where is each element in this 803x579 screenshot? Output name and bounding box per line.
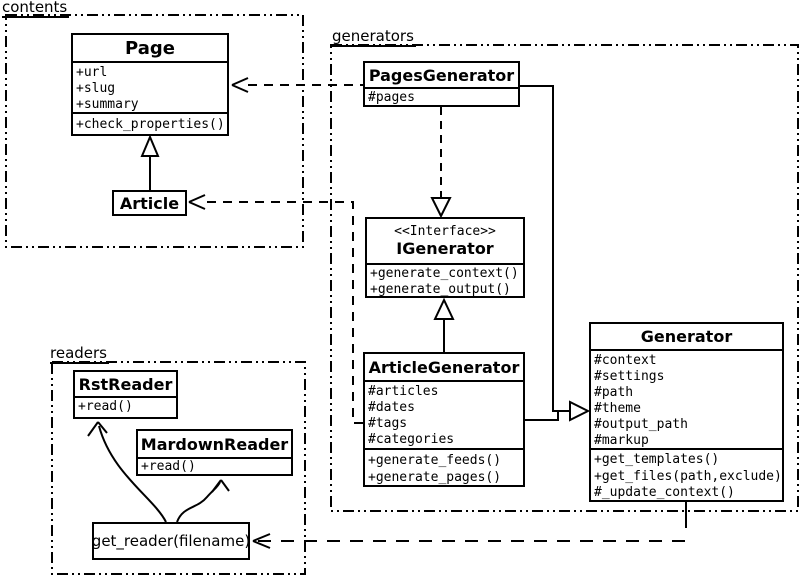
class-generator-attributes: #context #settings #path #theme #output_… — [591, 349, 782, 448]
attribute: #context — [594, 353, 657, 368]
method: +generate_output() — [370, 281, 511, 297]
attribute: #pages — [368, 90, 415, 105]
arrow-getreader-to-rstreader — [87, 421, 167, 523]
attribute: #articles — [368, 384, 439, 399]
class-igenerator-header: <<Interface>> IGenerator — [367, 219, 523, 263]
method: +generate_feeds() — [368, 453, 502, 468]
class-article: Article — [112, 190, 187, 216]
contents-package-label: contents — [2, 0, 70, 18]
class-markdownreader: MardownReader +read() — [136, 429, 293, 476]
method: +generate_context() — [370, 266, 519, 281]
attribute: +slug — [76, 81, 116, 96]
attribute: #categories — [368, 432, 455, 447]
class-rstreader-methods: +read() — [75, 396, 176, 417]
method: +read() — [78, 399, 133, 414]
class-markdownreader-title: MardownReader — [140, 434, 289, 454]
attribute: #output_path — [594, 417, 688, 432]
class-page-title: Page — [125, 37, 175, 59]
class-markdownreader-methods: +read() — [138, 457, 291, 474]
generators-package-label: generators — [332, 27, 416, 47]
arrow-articlegenerator-to-article — [188, 194, 363, 424]
generators-package-border — [330, 44, 799, 512]
method: +generate_pages() — [368, 470, 502, 485]
class-page-attributes: +url +slug +summary — [73, 61, 227, 112]
attribute: #theme — [594, 401, 641, 416]
class-articlegenerator-attributes: #articles #dates #tags #categories — [365, 380, 523, 448]
readers-package-border — [51, 361, 306, 575]
attribute: #markup — [594, 433, 649, 448]
method: #_update_context() — [594, 485, 735, 500]
arrow-generator-to-getreader — [252, 502, 687, 549]
class-pagesgenerator-attributes: #pages — [365, 87, 518, 105]
class-articlegenerator-title: ArticleGenerator — [368, 357, 520, 377]
arrow-getreader-to-markdownreader — [176, 479, 230, 523]
readers-package-label: readers — [50, 344, 109, 364]
class-rstreader: RstReader +read() — [73, 370, 178, 419]
arrow-pagesgenerator-to-igenerator — [430, 107, 452, 219]
class-rstreader-title: RstReader — [78, 374, 173, 394]
interface-stereotype: <<Interface>> — [394, 223, 496, 239]
class-articlegenerator-methods: +generate_feeds() +generate_pages() — [365, 448, 523, 485]
class-articlegenerator: ArticleGenerator #articles #dates #tags … — [363, 352, 525, 487]
class-page: Page +url +slug +summary +check_properti… — [71, 33, 229, 136]
method: +get_files(path,exclude) — [594, 468, 782, 484]
attribute: +summary — [76, 97, 139, 112]
function-get-reader: get_reader(filename) — [92, 522, 250, 560]
arrow-pagesgenerator-to-page — [231, 77, 363, 93]
class-igenerator-methods: +generate_context() +generate_output() — [367, 263, 523, 296]
class-generator-methods: +get_templates() +get_files(path,exclude… — [591, 448, 782, 500]
method: +read() — [141, 459, 196, 474]
arrow-articlegenerator-to-igenerator — [433, 297, 455, 352]
class-igenerator-title: IGenerator — [396, 238, 494, 258]
attribute: +url — [76, 65, 108, 80]
arrow-generators-to-generator — [520, 85, 591, 422]
class-generator: Generator #context #settings #path #them… — [589, 322, 784, 502]
class-page-methods: +check_properties() — [73, 112, 227, 134]
method: +get_templates() — [594, 452, 720, 467]
attribute: #dates — [368, 400, 415, 415]
attribute: #settings — [594, 369, 665, 384]
class-generator-title: Generator — [640, 327, 733, 346]
contents-package-border — [5, 14, 304, 248]
class-article-title: Article — [119, 193, 180, 213]
arrow-article-to-page — [140, 134, 160, 190]
method: +check_properties() — [76, 117, 225, 132]
class-igenerator: <<Interface>> IGenerator +generate_conte… — [365, 217, 525, 298]
class-pagesgenerator-title: PagesGenerator — [368, 65, 515, 85]
class-pagesgenerator: PagesGenerator #pages — [363, 61, 520, 107]
attribute: #path — [594, 385, 634, 400]
attribute: #tags — [368, 416, 408, 431]
